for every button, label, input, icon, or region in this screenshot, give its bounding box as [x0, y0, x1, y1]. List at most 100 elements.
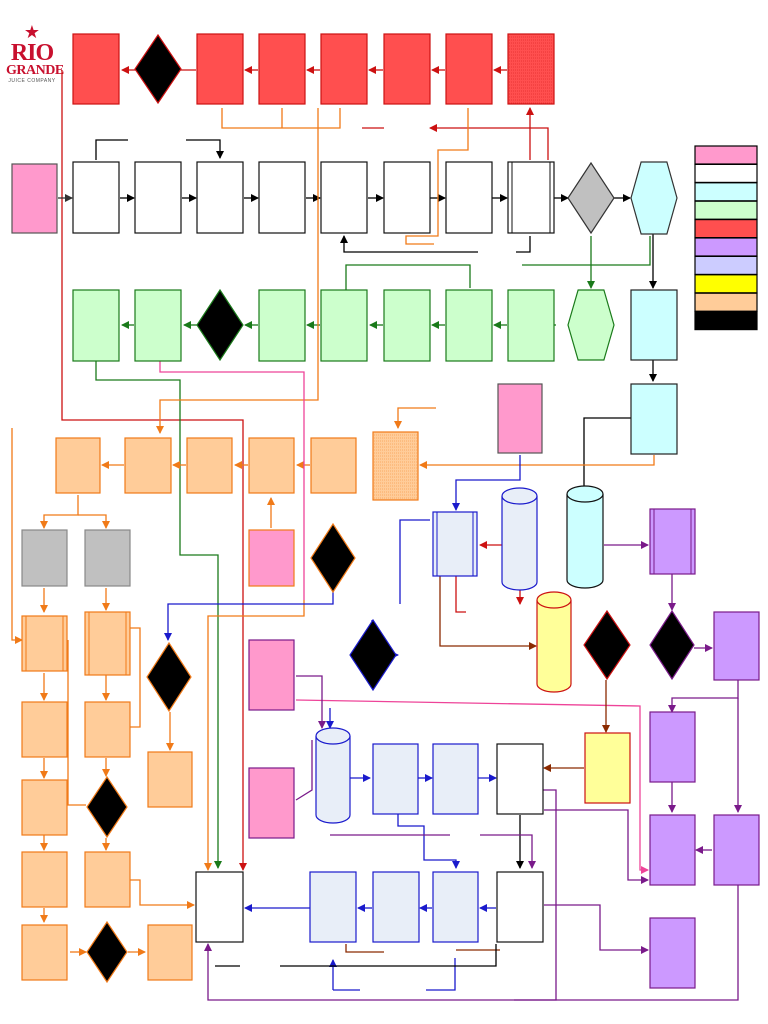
connector: [583, 417, 632, 488]
connector: [128, 627, 141, 728]
legend-swatch: [694, 237, 758, 257]
process-box: [196, 33, 244, 105]
process-box: [496, 743, 544, 815]
connector: [280, 944, 497, 967]
tank-top: [536, 591, 572, 609]
connector: [295, 699, 649, 874]
connector: [40, 495, 79, 529]
tank-top: [315, 727, 351, 745]
process-box: [320, 289, 368, 362]
connector: [78, 514, 110, 529]
process-box: [21, 529, 68, 587]
connector: [95, 139, 128, 160]
process-box: [147, 751, 193, 808]
process-box: [649, 711, 696, 783]
process-box: [147, 924, 193, 981]
legend-swatch: [694, 311, 758, 331]
connector: [67, 640, 86, 806]
legend-swatch: [694, 200, 758, 220]
process-box: [630, 289, 678, 361]
connector: [295, 740, 313, 801]
company-logo: ★ RIO GRANDE JUICE COMPANY: [6, 22, 64, 85]
legend-swatch: [694, 145, 758, 165]
connector: [340, 235, 478, 253]
connector: [128, 879, 195, 909]
process-box: [258, 161, 306, 234]
tank-top: [566, 485, 604, 503]
process-box: [713, 611, 760, 681]
connector: [405, 108, 469, 245]
connector: [480, 834, 536, 869]
connector: [186, 139, 224, 159]
decision-diamond: [567, 161, 615, 235]
process-box: [72, 33, 120, 105]
decision-diamond: [134, 33, 182, 105]
legend-swatch: [694, 163, 758, 183]
connector: [439, 576, 537, 650]
connector: [11, 428, 23, 644]
legend-swatch: [694, 274, 758, 294]
connector: [394, 407, 436, 429]
process-box: [124, 437, 172, 494]
process-box: [195, 871, 244, 943]
decision-diamond: [196, 288, 244, 362]
connector: [61, 70, 247, 871]
decision-diamond: [583, 609, 631, 681]
process-box: [248, 767, 295, 839]
process-box: [134, 289, 182, 362]
process-box: [55, 437, 101, 494]
connector: [514, 885, 739, 1001]
connector: [429, 124, 549, 160]
process-box: [584, 732, 631, 804]
hexagon-node: [630, 161, 678, 235]
connector: [204, 600, 305, 871]
process-box: [196, 161, 244, 234]
tank-cylinder: [501, 496, 538, 591]
connector: [159, 360, 305, 600]
legend-swatch: [694, 255, 758, 275]
connector: [668, 680, 739, 713]
decision-diamond: [349, 618, 397, 692]
process-box: [649, 917, 696, 989]
connector-lines: [11, 66, 742, 1001]
process-box: [11, 163, 58, 234]
process-box: [372, 743, 419, 815]
process-box: [258, 33, 306, 105]
decision-diamond: [146, 641, 192, 713]
process-box: [432, 871, 479, 943]
process-box: [258, 289, 306, 362]
process-box: [72, 161, 120, 234]
process-box: [309, 871, 357, 943]
connector: [544, 809, 649, 884]
process-box: [432, 743, 479, 815]
decision-diamond: [86, 775, 128, 839]
connector: [419, 455, 655, 469]
legend-swatch: [694, 292, 758, 312]
process-box: [320, 161, 368, 234]
tank-top: [501, 487, 538, 505]
process-box: [21, 779, 68, 836]
process-box: [497, 383, 543, 454]
process-box: [496, 871, 544, 943]
process-box: [372, 431, 419, 501]
process-box: [248, 529, 295, 587]
process-box: [84, 611, 131, 676]
connector: [296, 675, 326, 729]
process-box: [186, 437, 233, 494]
process-box: [445, 161, 493, 234]
process-box: [21, 701, 68, 758]
process-box: [134, 161, 182, 234]
process-box: [507, 33, 555, 105]
process-box: [507, 289, 555, 362]
decision-diamond: [310, 522, 356, 594]
decision-diamond: [649, 609, 695, 681]
connector: [156, 108, 319, 434]
connector: [345, 944, 384, 953]
star-icon: ★: [23, 22, 41, 43]
decision-diamond: [86, 920, 128, 984]
hexagon-node: [567, 289, 615, 361]
connector: [345, 264, 471, 290]
connector: [426, 958, 456, 991]
connector: [522, 236, 651, 266]
